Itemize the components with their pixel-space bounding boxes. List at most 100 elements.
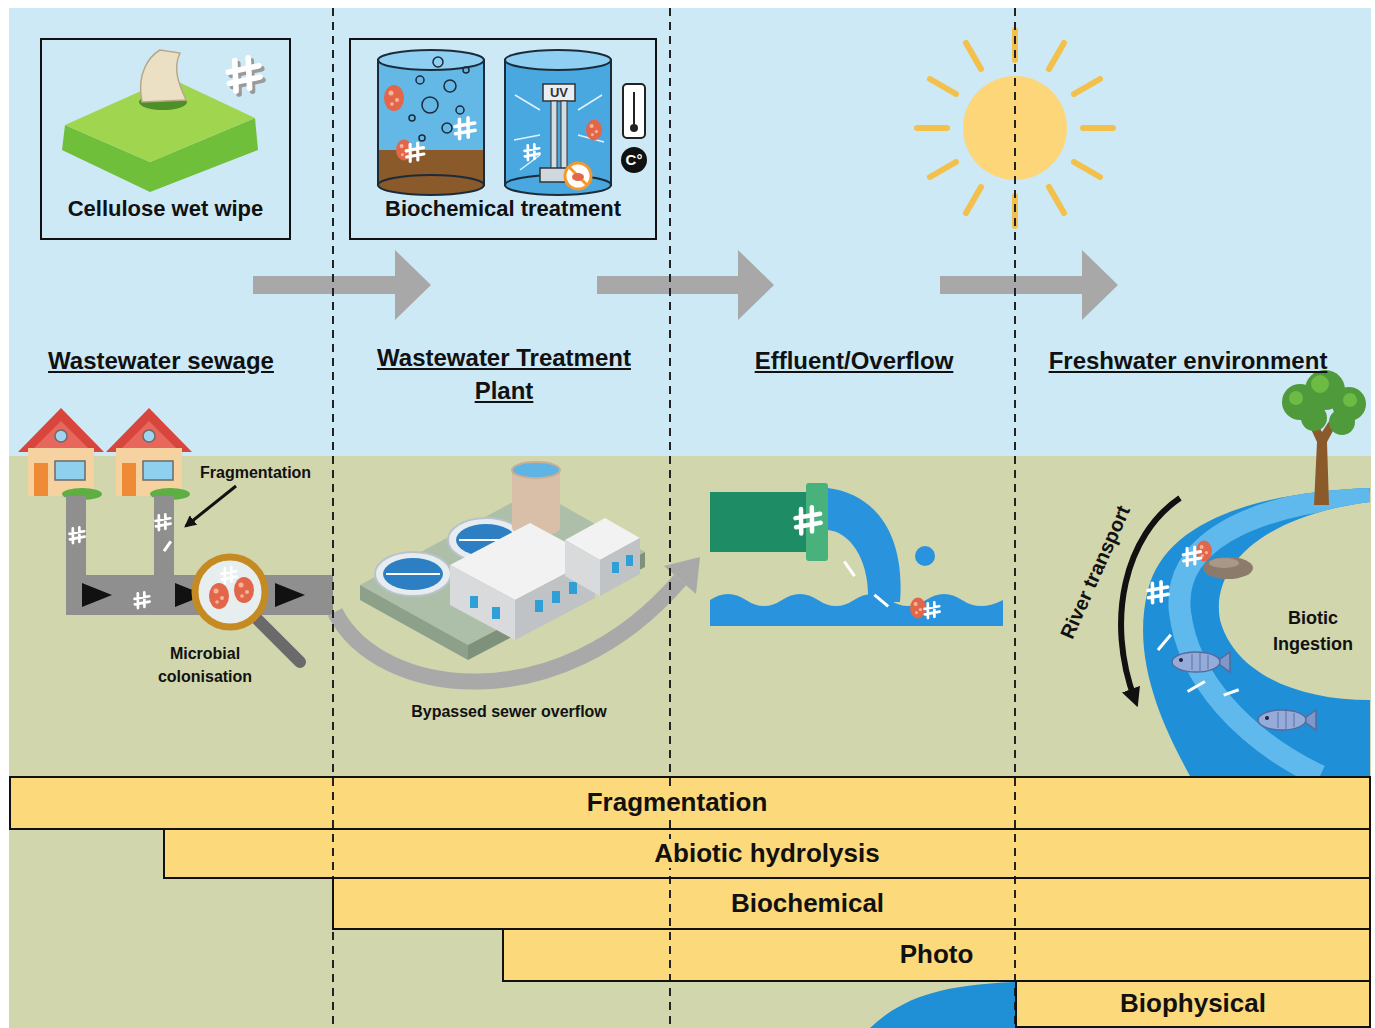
band-label: Biochemical [725,889,890,919]
magnifier-part [220,567,238,584]
sun-part-part [1049,187,1064,213]
sun-part-part [966,43,981,69]
treatment-tanks-part-part [515,95,540,110]
callout-label: Fragmentation [200,463,340,482]
house-part [18,408,104,452]
tree-part [1329,409,1355,435]
treatment-plant-part [375,552,451,596]
tree-part [1343,393,1357,407]
river-part [1179,495,1370,776]
tree-part [1289,391,1303,405]
stage-arrow-part [597,250,774,320]
treatment-tanks-part-part [419,135,425,141]
wet-wipe-pack-part [225,56,263,92]
effluent-outfall-part [710,594,1003,626]
river-part [1146,581,1170,604]
river-part [1157,634,1172,651]
treatment-plant-part [535,600,543,612]
treatment-plant-part [552,591,560,603]
treatment-tanks-part [633,92,635,124]
box-label: Cellulose wet wipe [68,196,264,222]
leader-line-part [186,486,236,526]
treatment-plant [360,462,645,660]
sewer-pipe-part [82,583,112,607]
treatment-plant-part [386,573,440,575]
magnifier-part [234,577,254,603]
sun-part-part [1049,43,1064,69]
lamp-label: UV [543,85,575,100]
unit-icon: C° [621,147,647,173]
stage-arrow [253,250,1118,320]
callout-label: Biotic Ingestion [1263,605,1363,657]
sun-part-part [1083,125,1113,131]
treatment-plant-part [626,555,633,566]
band-label: Abiotic hydrolysis [648,839,885,869]
stage-heading: Freshwater environment [1023,344,1353,377]
magnifier-part [255,617,300,662]
process-band: Photo [502,928,1371,982]
callout-label: Microbial colonisation [135,642,275,688]
sewer-pipe-part [133,592,151,609]
treatment-tanks-part [505,50,611,70]
treatment-tanks-part-part [433,57,443,67]
leader-line [186,486,236,526]
river [1143,488,1370,776]
treatment-tanks-part [569,167,587,185]
stage-divider-part [332,8,334,1028]
house-part [55,430,67,442]
process-band: Biophysical [1015,980,1371,1028]
process-band: Abiotic hydrolysis [163,828,1371,879]
treatment-tanks-part-part [442,123,452,133]
effluent-outfall [710,483,1003,626]
treatment-tanks-part [378,175,484,195]
treatment-tanks-part [572,173,584,181]
sewer-pipe-part [163,541,172,553]
treatment-plant-part [512,462,560,478]
bypass-arrow-part [335,580,680,682]
effluent-outfall-part [710,492,810,552]
river-transport-arrow [1121,498,1180,700]
stage-heading: Effluent/Overflow [704,344,1004,377]
band-fill-part [870,982,1015,1028]
sewer-pipe-part [275,583,305,607]
stage-box: Biochemical treatment [349,38,657,240]
stage-heading: Wastewater Treatment Plant [364,341,644,407]
treatment-tanks-part-part [520,155,540,170]
house-part [55,461,85,480]
treatment-tanks-part [565,163,591,189]
treatment-plant-part [569,582,577,594]
sun-part-part [917,125,947,131]
treatment-tanks [378,50,645,195]
sun-part-part [966,187,981,213]
band-fill [9,776,1371,1028]
sun-part-part [1074,162,1100,177]
stage-divider-part [669,8,671,1028]
house-part [34,463,48,496]
treatment-tanks-part-part [444,80,456,92]
effluent-outfall-part [923,602,941,619]
treatment-tanks-part-part [409,115,415,121]
sewer-pipe-part [68,527,86,544]
treatment-tanks-part [543,84,575,101]
treatment-tanks-part [551,101,557,169]
sun-part-part [1074,79,1100,94]
effluent-outfall-part [843,560,856,576]
tree-part [1301,405,1327,431]
river-part [1209,558,1239,568]
stage-divider [333,8,1015,1028]
effluent-outfall-part [915,546,935,566]
treatment-plant-part [470,596,478,608]
treatment-tanks-part-part [416,76,424,84]
band-label: Photo [894,940,980,970]
wet-wipe-pack-part [141,50,186,102]
river-part [1172,652,1230,672]
bypass-arrow [335,557,700,682]
process-band: Fragmentation [9,776,1371,830]
treatment-tanks-part-part [578,95,602,110]
process-band: Biochemical [332,877,1371,930]
treatment-tanks-part [630,124,638,132]
band-fill-part [502,928,1371,982]
treatment-tanks-part [623,84,645,138]
